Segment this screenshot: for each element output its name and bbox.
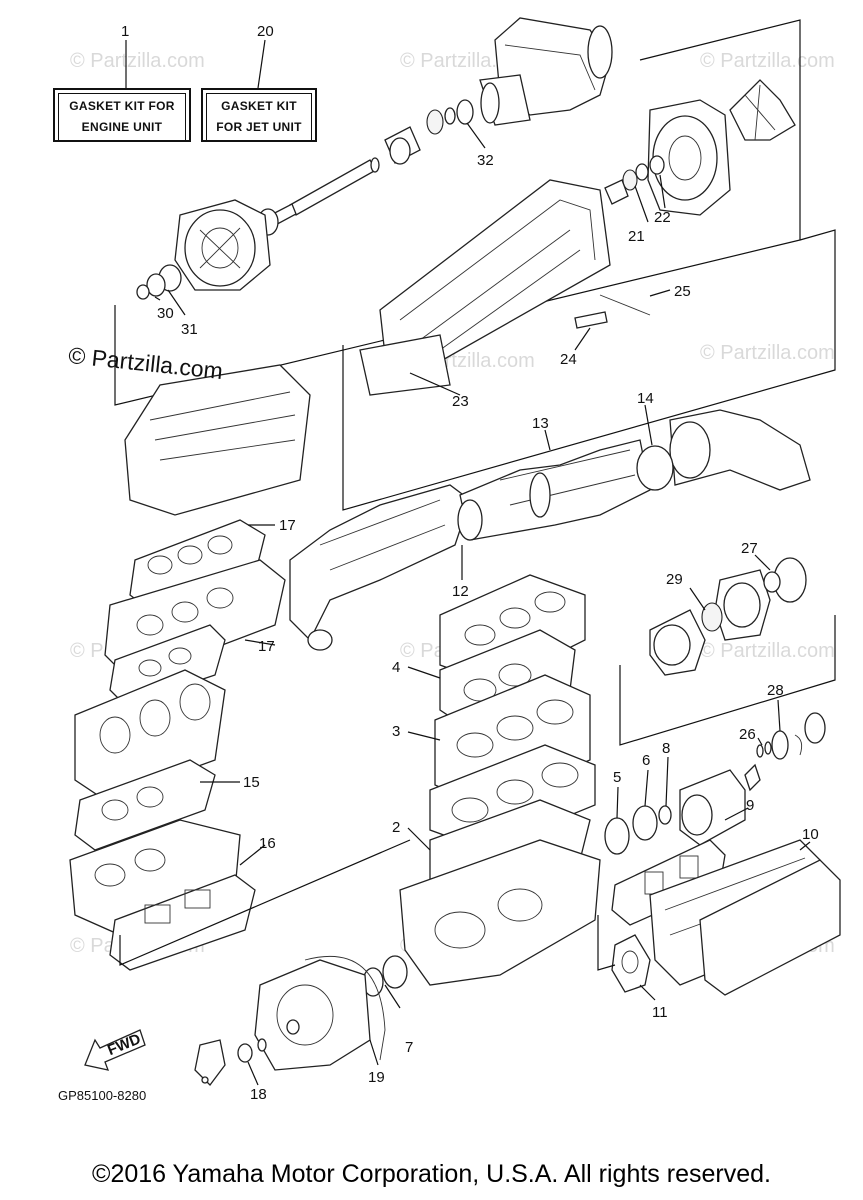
- callout-number: 4: [392, 659, 400, 676]
- callout-number: 5: [613, 769, 621, 786]
- jet-hull-group-outline: [342, 229, 836, 511]
- seal-28: [771, 730, 789, 760]
- callout-number: 10: [802, 826, 819, 843]
- watermark: © Partzilla.com: [700, 342, 835, 364]
- magneto-cover: [254, 959, 371, 1071]
- gasket-kit-engine-line1: GASKET KIT FOR: [69, 99, 175, 113]
- gasket-kit-engine-label: GASKET KIT FOR ENGINE UNIT: [53, 88, 191, 142]
- crankshaft-coupling: [679, 763, 761, 846]
- gasket-kit-jet-label: GASKET KIT FOR JET UNIT: [201, 88, 317, 142]
- impeller-housing-left: [174, 199, 271, 291]
- cylinder-head-cover: [124, 364, 311, 516]
- water-lock: [669, 409, 811, 491]
- strip-25: [599, 294, 651, 316]
- watermark: © Partzilla.com: [700, 50, 835, 72]
- fwd-label: FWD: [105, 1030, 143, 1059]
- exhaust-flange-11: [611, 934, 651, 993]
- o-ring-8: [658, 805, 672, 825]
- callout-number: 27: [741, 540, 758, 557]
- leader-lines: [125, 39, 811, 1086]
- exhaust-gasket-10: [699, 859, 841, 996]
- intake-group-outline: [119, 839, 411, 966]
- callout-number: 18: [250, 1086, 267, 1103]
- gasket-14: [636, 445, 674, 491]
- seal-6: [632, 805, 658, 841]
- callout-number: 7: [405, 1039, 413, 1056]
- callout-number: 11: [652, 1004, 668, 1021]
- callout-number: 32: [477, 152, 494, 169]
- watermark: © Partzilla.com: [70, 50, 205, 72]
- callout-number: 29: [666, 571, 683, 588]
- drive-shaft: [264, 157, 380, 229]
- callout-number: 16: [259, 835, 276, 852]
- circlip-26b: [764, 741, 772, 755]
- seal-22b: [635, 163, 649, 181]
- circlip: [794, 734, 803, 756]
- callout-number: 9: [746, 797, 754, 814]
- gasket-kit-jet-line1: GASKET KIT: [221, 99, 297, 113]
- impeller: [729, 79, 796, 141]
- callout-number: 23: [452, 393, 469, 410]
- o-ring-32: [456, 99, 474, 125]
- callout-number: 28: [767, 682, 784, 699]
- gasket-kit-jet-line2: FOR JET UNIT: [216, 120, 302, 134]
- head-gasket-17c: [109, 624, 226, 706]
- callout-number: 21: [628, 228, 645, 245]
- intake-gasket-15: [74, 759, 216, 851]
- callout-number: 17: [279, 517, 296, 534]
- seal-29: [701, 602, 723, 632]
- seal-22: [649, 155, 665, 175]
- callout-number: 19: [368, 1069, 385, 1086]
- circlip-26a: [756, 744, 764, 758]
- callout-number: 17: [258, 638, 275, 655]
- fwd-arrow-icon: [84, 1029, 146, 1071]
- seal-21: [622, 169, 638, 191]
- flange-group-outline: [597, 915, 616, 971]
- intake-duct: [359, 179, 611, 396]
- callout-number: 20: [257, 23, 274, 40]
- bearing-seal: [804, 712, 826, 744]
- callout-number: 14: [637, 390, 654, 407]
- reed-valve-gasket-16: [109, 874, 256, 971]
- fuel-cock: [194, 1038, 267, 1086]
- circlip: [136, 284, 150, 300]
- crankcase: [399, 839, 601, 986]
- seal-30: [146, 273, 166, 297]
- cylinder-gasket-3: [429, 744, 596, 851]
- callout-number: 24: [560, 351, 577, 368]
- gasket-19: [304, 955, 386, 1061]
- o-ring: [382, 955, 408, 989]
- callout-number: 3: [392, 723, 400, 740]
- callout-number: 26: [739, 726, 756, 743]
- callout-number: 30: [157, 305, 174, 322]
- coupler-housing: [649, 609, 706, 676]
- callout-number: 22: [654, 209, 671, 226]
- callout-number: 8: [662, 740, 670, 757]
- callout-number: 1: [121, 23, 129, 40]
- bearing-housing: [714, 569, 771, 641]
- steering-nozzle: [479, 17, 613, 126]
- diagram-code: GP85100-8280: [58, 1088, 147, 1103]
- bearing: [426, 109, 444, 135]
- copyright-notice: ©2016 Yamaha Motor Corporation, U.S.A. A…: [92, 1160, 771, 1188]
- callout-number: 13: [532, 415, 549, 432]
- seal-5: [604, 817, 630, 855]
- exhaust-pipe: [289, 484, 471, 651]
- callout-number: 15: [243, 774, 260, 791]
- bearing-group-outline: [619, 615, 836, 746]
- callout-numbers: 1 20 2 3 4 5 6 7 8 9 10 11 12 13 14 15 1…: [121, 23, 819, 1103]
- bearing-sleeve: [604, 179, 629, 205]
- callout-number: 25: [674, 283, 691, 300]
- gasket-24: [574, 311, 608, 329]
- callout-number: 31: [181, 321, 198, 338]
- callout-number: 12: [452, 583, 469, 600]
- exhaust-chamber: [457, 439, 651, 541]
- callout-number: 2: [392, 819, 400, 836]
- seal-small: [444, 107, 456, 125]
- callout-number: 6: [642, 752, 650, 769]
- gasket-kit-engine-line2: ENGINE UNIT: [81, 120, 163, 134]
- watermark: © Partzilla.com: [700, 640, 835, 662]
